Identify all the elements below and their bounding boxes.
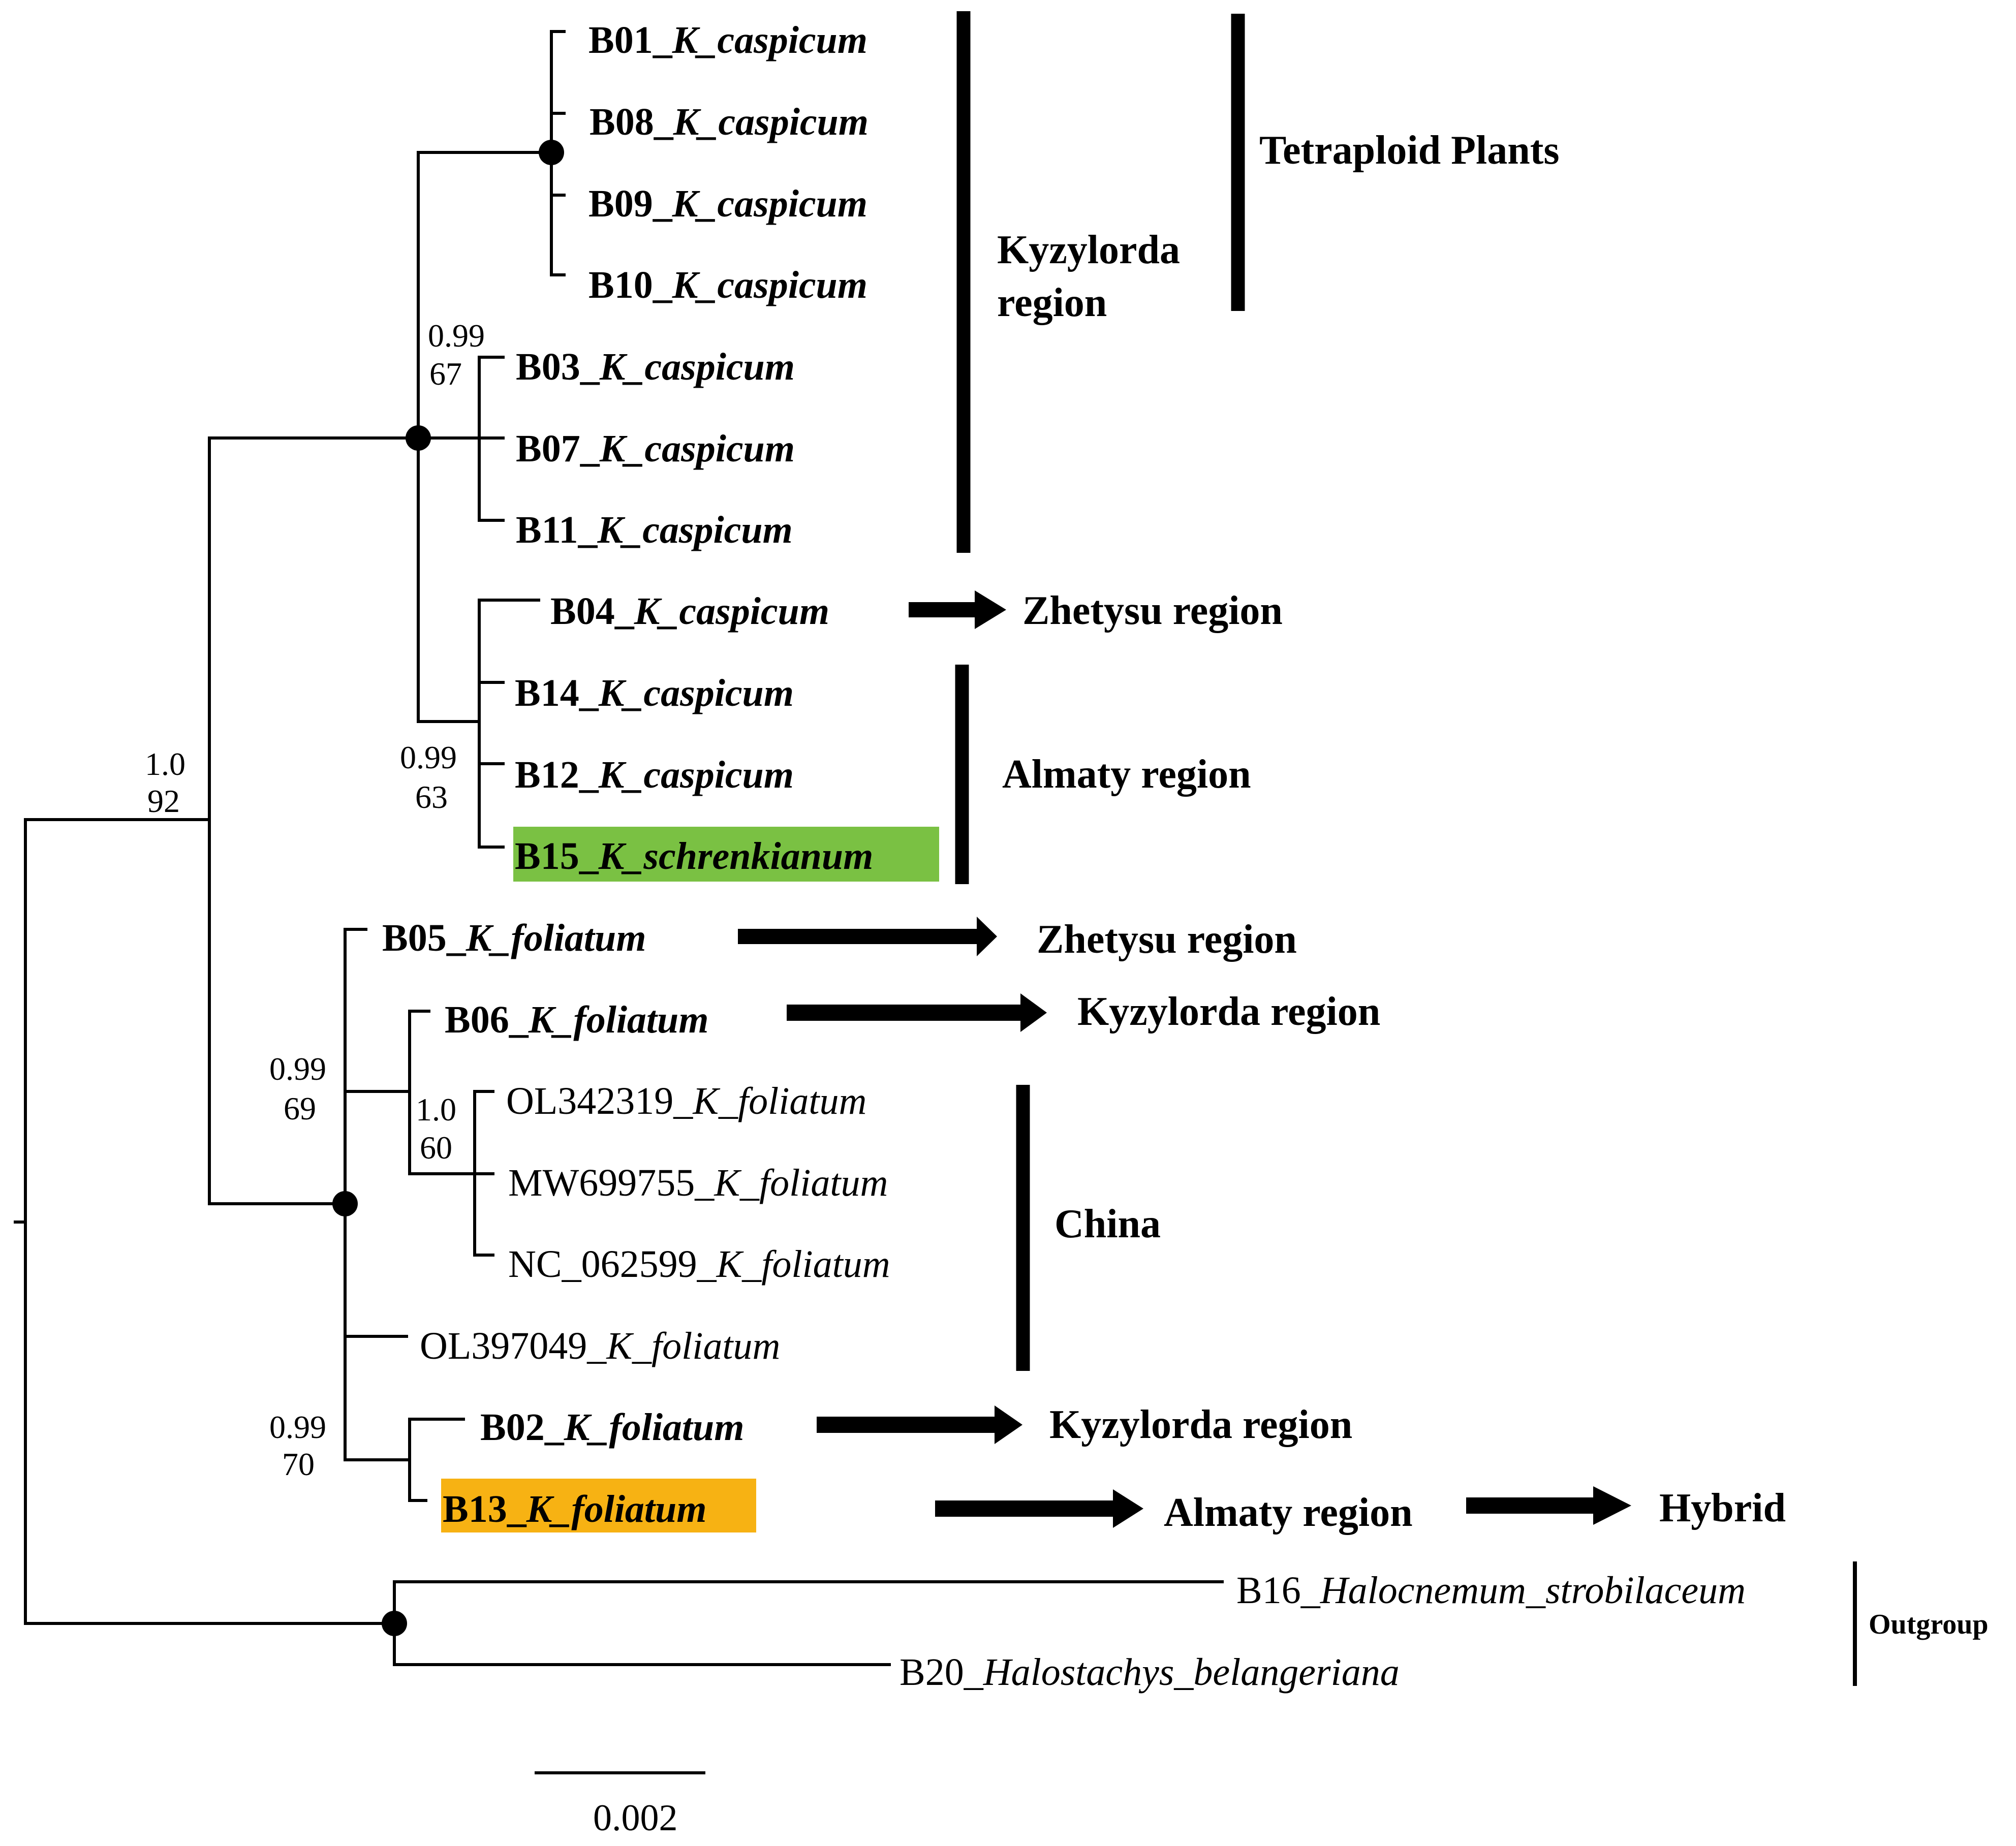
support-pp: 0.99 bbox=[400, 739, 457, 775]
support-bs: 60 bbox=[420, 1130, 452, 1166]
taxon-label-b14: B14_K_caspicum bbox=[515, 672, 794, 714]
highlight-b15 bbox=[513, 827, 939, 882]
support-pp: 1.0 bbox=[145, 746, 185, 782]
taxon-label-b12: B12_K_caspicum bbox=[515, 754, 794, 796]
support-pp: 0.99 bbox=[269, 1409, 326, 1445]
kyzylorda-label-line2: region bbox=[997, 280, 1107, 325]
taxon-label-ol397049: OL397049_K_foliatum bbox=[420, 1325, 780, 1367]
taxon-label-b09: B09_K_caspicum bbox=[588, 182, 867, 225]
taxon-label-b13: B13_K_foliatum bbox=[443, 1488, 706, 1530]
taxon-label-b01: B01_K_caspicum bbox=[588, 19, 867, 61]
kyzylorda-label-b06: Kyzylorda region bbox=[1077, 989, 1380, 1034]
outgroup-label: Outgroup bbox=[1869, 1609, 1988, 1640]
taxon-label-b04: B04_K_caspicum bbox=[550, 590, 829, 633]
tetraploid-label: Tetraploid Plants bbox=[1259, 128, 1559, 173]
taxon-label-b07: B07_K_caspicum bbox=[516, 427, 795, 470]
almaty-group-label: Almaty region bbox=[1002, 752, 1251, 797]
arrow-icon bbox=[787, 993, 1047, 1032]
arrow-icon bbox=[909, 590, 1006, 629]
taxon-label-ol342319: OL342319_K_foliatum bbox=[506, 1080, 866, 1122]
arrow-icon bbox=[1466, 1486, 1631, 1525]
taxon-label-nc062599: NC_062599_K_foliatum bbox=[508, 1243, 890, 1286]
support-pp: 0.99 bbox=[428, 318, 485, 354]
node-dot bbox=[406, 425, 431, 451]
china-label: China bbox=[1054, 1202, 1161, 1246]
taxon-label-b11: B11_K_caspicum bbox=[516, 509, 793, 551]
taxon-label-b03: B03_K_caspicum bbox=[516, 346, 795, 388]
support-bs: 69 bbox=[284, 1090, 316, 1127]
taxon-label-b06: B06_K_foliatum bbox=[445, 998, 708, 1041]
taxon-label-b20: B20_Halostachys_belangeriana bbox=[900, 1651, 1400, 1694]
node-dot bbox=[332, 1191, 358, 1216]
kyzylorda-label-line1: Kyzylorda bbox=[997, 228, 1180, 272]
support-bs: 67 bbox=[429, 356, 462, 392]
support-bs: 63 bbox=[415, 779, 448, 815]
taxon-label-b15: B15_K_schrenkianum bbox=[515, 835, 873, 878]
taxon-label-mw699755: MW699755_K_foliatum bbox=[508, 1162, 888, 1204]
taxon-label-b08: B08_K_caspicum bbox=[590, 101, 869, 143]
highlight-b13 bbox=[441, 1479, 756, 1532]
support-pp: 1.0 bbox=[416, 1091, 456, 1128]
node-dot bbox=[382, 1611, 407, 1636]
arrow-icon bbox=[738, 917, 997, 956]
taxon-label-b05: B05_K_foliatum bbox=[382, 917, 646, 959]
node-dot bbox=[539, 140, 564, 165]
support-pp: 0.99 bbox=[269, 1051, 326, 1087]
arrow-icon bbox=[817, 1405, 1022, 1444]
almaty-label-b13: Almaty region bbox=[1164, 1490, 1413, 1535]
hybrid-label: Hybrid bbox=[1659, 1486, 1786, 1530]
taxon-label-b16: B16_Halocnemum_strobilaceum bbox=[1236, 1569, 1746, 1612]
support-bs: 92 bbox=[147, 783, 180, 819]
zhetysu-label-b05: Zhetysu region bbox=[1037, 917, 1297, 962]
arrow-icon bbox=[935, 1489, 1143, 1528]
taxon-label-b02: B02_K_foliatum bbox=[480, 1406, 744, 1449]
taxon-label-b10: B10_K_caspicum bbox=[588, 264, 867, 306]
support-bs: 70 bbox=[282, 1446, 315, 1482]
scale-bar-label: 0.002 bbox=[593, 1797, 678, 1839]
kyzylorda-label-b02: Kyzylorda region bbox=[1049, 1402, 1352, 1447]
zhetysu-label-b04: Zhetysu region bbox=[1022, 588, 1283, 633]
